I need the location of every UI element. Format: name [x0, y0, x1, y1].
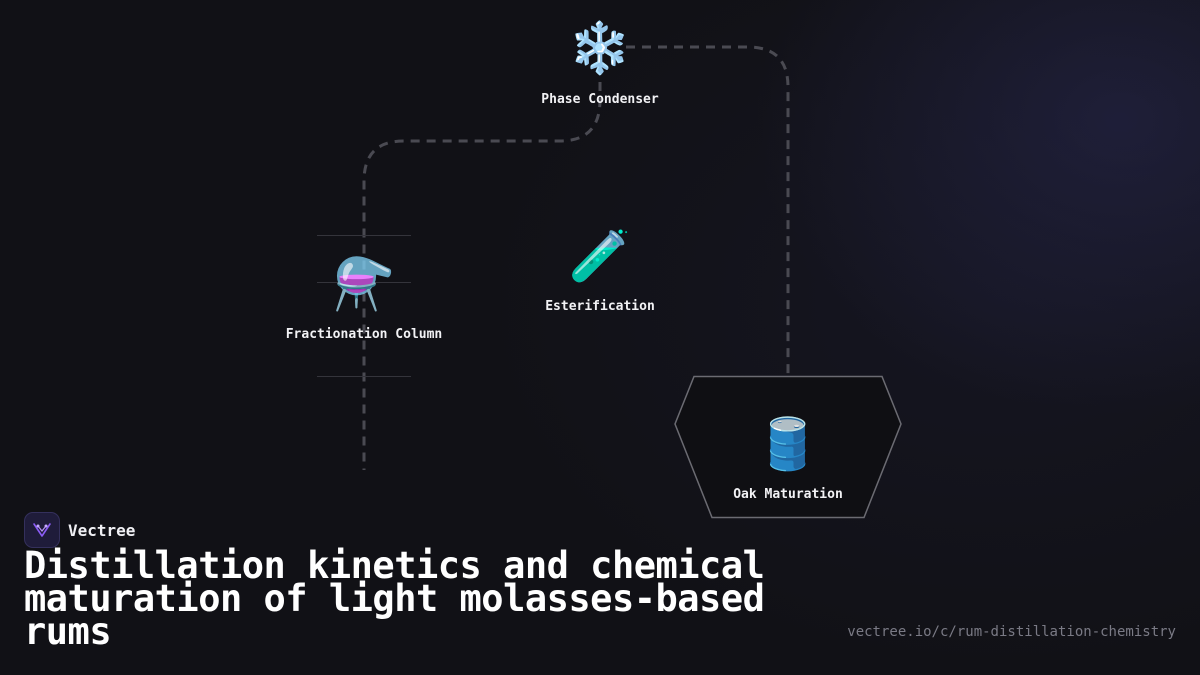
brand: Vectree	[24, 512, 135, 548]
brand-name: Vectree	[68, 520, 136, 540]
vectree-logo-icon	[24, 512, 60, 548]
alembic-icon: ⚗️	[332, 255, 396, 313]
oak-maturation-hexagon	[674, 375, 902, 519]
snowflake-icon: ❄️	[568, 19, 632, 77]
node-label-phase-condenser: Phase Condenser	[541, 92, 659, 107]
barrel-icon: 🛢️	[756, 415, 820, 473]
node-label-esterification: Esterification	[545, 299, 655, 314]
node-label-fractionation-column: Fractionation Column	[285, 327, 443, 342]
page-title: Distillation kinetics and chemical matur…	[24, 544, 765, 653]
source-url[interactable]: vectree.io/c/rum-distillation-chemistry	[847, 624, 1176, 640]
node-label-oak-maturation: Oak Maturation	[733, 487, 843, 502]
test-tube-icon: 🧪	[568, 227, 632, 285]
edge-condenser-to-column	[362, 82, 602, 470]
